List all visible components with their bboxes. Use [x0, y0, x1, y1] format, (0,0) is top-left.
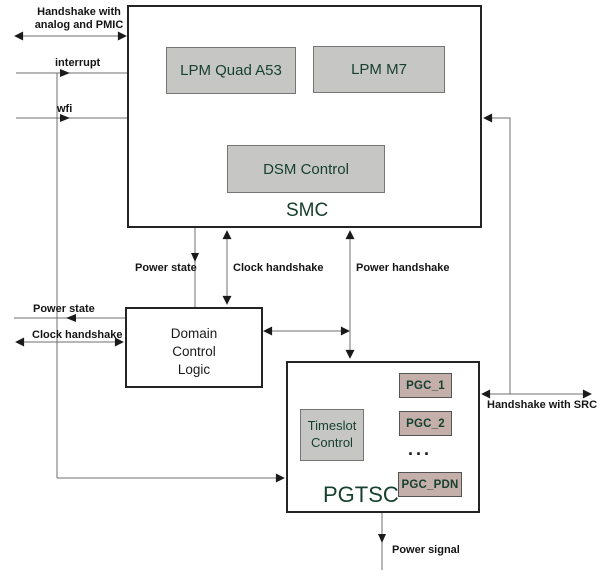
- smc-block: LPM Quad A53 LPM M7 DSM Control SMC: [127, 5, 482, 228]
- pgtsc-block: Timeslot Control PGC_1 PGC_2 ... PGC_PDN…: [286, 361, 480, 513]
- label-power-state-mid: Power state: [135, 262, 197, 274]
- pgc-2-block: PGC_2: [399, 411, 452, 436]
- dsm-control-block: DSM Control: [227, 145, 385, 193]
- pgc-1-block: PGC_1: [399, 373, 452, 398]
- pgc-pdn-label: PGC_PDN: [401, 478, 459, 491]
- smc-label: SMC: [286, 200, 329, 221]
- label-handshake-src: Handshake with SRC: [487, 399, 598, 411]
- timeslot-control-label: Timeslot Control: [307, 418, 357, 450]
- domain-control-logic-block: [125, 307, 263, 388]
- label-interrupt: interrupt: [55, 57, 101, 69]
- pgc-2-label: PGC_2: [406, 417, 445, 430]
- label-clock-handshake-mid: Clock handshake: [233, 262, 324, 274]
- timeslot-control-block: Timeslot Control: [300, 409, 364, 461]
- domain-control-logic-label: Domain Control Logic: [170, 326, 218, 378]
- line-src-to-smc: [483, 113, 511, 394]
- pgc-ellipsis: ...: [408, 439, 433, 459]
- lpm-quad-a53-label: LPM Quad A53: [180, 62, 282, 79]
- lpm-m7-block: LPM M7: [313, 46, 445, 93]
- label-power-state-left: Power state: [33, 303, 95, 315]
- label-power-signal: Power signal: [392, 544, 460, 556]
- arrowhead-interrupt: [60, 69, 70, 77]
- label-wfi: wfi: [57, 103, 73, 115]
- label-clock-handshake-left: Clock handshake: [32, 329, 123, 341]
- dsm-control-label: DSM Control: [263, 160, 349, 178]
- label-handshake-pmic: Handshake with analog and PMIC: [34, 6, 124, 31]
- lpm-quad-a53-block: LPM Quad A53: [166, 47, 296, 94]
- lpm-m7-label: LPM M7: [351, 61, 407, 78]
- arrowhead-power-state-down: [191, 253, 199, 262]
- pgtsc-label: PGTSC: [323, 482, 399, 507]
- label-power-handshake: Power handshake: [356, 262, 450, 274]
- arrowhead-power-signal: [378, 534, 386, 543]
- pgc-1-label: PGC_1: [406, 379, 445, 392]
- pgc-pdn-block: PGC_PDN: [398, 472, 462, 497]
